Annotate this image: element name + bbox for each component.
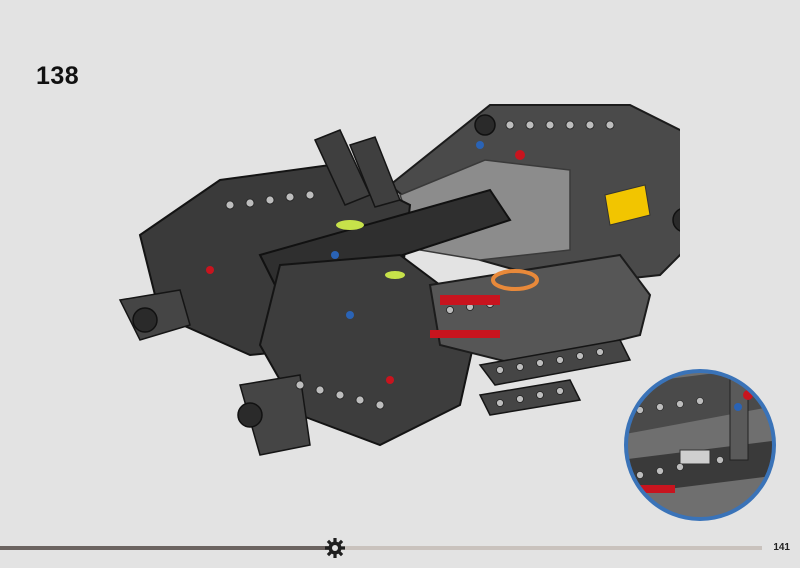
gear-icon [325,538,345,558]
lego-technic-chassis-illustration [118,104,680,456]
beam-holes [225,120,615,410]
progress-fill [0,546,335,550]
accent-parts [336,184,651,291]
step-number: 138 [36,62,80,90]
progress-bar [0,546,762,550]
page-number: 141 [773,542,790,553]
wheel-hubs [132,114,680,428]
zoom-detail-callout [624,369,776,521]
colored-pins [206,141,525,384]
chassis-body [118,104,680,456]
